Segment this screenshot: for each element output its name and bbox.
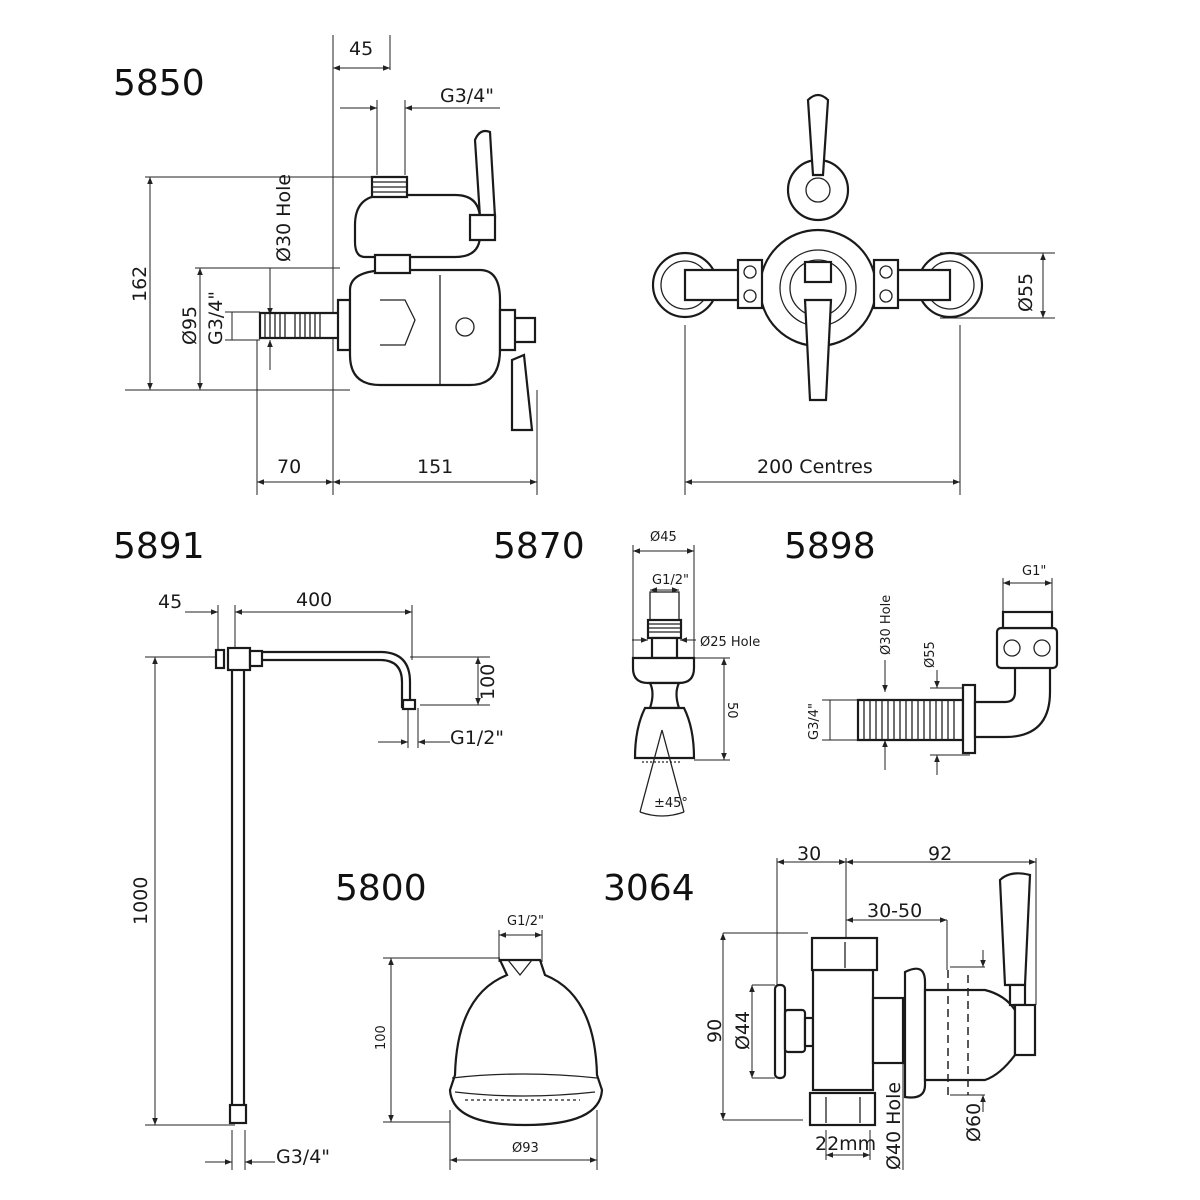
dim-5891-g12: G1/2"	[450, 727, 504, 749]
dim-5898-g34: G3/4"	[807, 703, 822, 740]
product-code-5891: 5891	[113, 526, 205, 567]
product-5870-drawing: 5870	[493, 526, 730, 817]
dim-5898-g1: G1"	[1022, 564, 1046, 579]
product-5850-drawing: 5850	[113, 35, 1055, 495]
dim-3064-30: 30	[797, 843, 821, 865]
product-5898-drawing: 5898	[784, 526, 1059, 775]
dim-5891-g34: G3/4"	[276, 1146, 330, 1168]
product-code-3064: 3064	[603, 868, 695, 909]
dim-5850-70: 70	[277, 456, 301, 478]
dim-5870-g12: G1/2"	[652, 573, 689, 588]
dim-5850-g34-top: G3/4"	[440, 85, 494, 107]
dim-3064-22: 22mm	[815, 1133, 876, 1155]
dim-5850-55: Ø55	[1015, 273, 1037, 312]
dim-3064-60: Ø60	[963, 1103, 985, 1142]
product-5891-drawing: 5891	[113, 526, 490, 1170]
dim-5891-45: 45	[158, 591, 182, 613]
product-code-5800: 5800	[335, 868, 427, 909]
dim-5850-151: 151	[417, 456, 453, 478]
dim-5870-50: 50	[724, 702, 739, 719]
dim-5850-g34-side: G3/4"	[205, 291, 227, 345]
dim-3064-90: 90	[704, 1019, 726, 1043]
dim-5891-100: 100	[477, 664, 499, 700]
dim-5850-162: 162	[129, 266, 151, 302]
dim-5870-hole: Ø25 Hole	[700, 635, 760, 650]
dim-5850-centres: 200 Centres	[757, 456, 873, 478]
product-code-5870: 5870	[493, 526, 585, 567]
dim-5800-93: Ø93	[512, 1141, 539, 1156]
dim-5898-55: Ø55	[923, 641, 938, 668]
dim-5891-1000: 1000	[130, 877, 152, 925]
dim-5898-hole: Ø30 Hole	[879, 595, 894, 655]
dim-5870-45: Ø45	[650, 530, 677, 545]
product-3064-drawing: 3064	[603, 858, 1037, 1170]
product-code-5850: 5850	[113, 63, 205, 104]
dim-3064-44: Ø44	[732, 1011, 754, 1050]
dim-3064-3050: 30-50	[867, 900, 922, 922]
product-5800-drawing: 5800	[335, 868, 604, 1170]
dim-5850-hole: Ø30 Hole	[273, 174, 295, 262]
product-code-5898: 5898	[784, 526, 876, 567]
dim-3064-92: 92	[928, 843, 952, 865]
dim-5800-100: 100	[374, 1025, 389, 1050]
dim-3064-hole: Ø40 Hole	[883, 1082, 905, 1170]
dim-5891-400: 400	[296, 589, 332, 611]
dim-5800-g12: G1/2"	[507, 914, 544, 929]
dim-5870-angle: ±45°	[654, 796, 688, 811]
dim-5850-45: 45	[349, 38, 373, 60]
dim-5850-95: Ø95	[179, 306, 201, 345]
